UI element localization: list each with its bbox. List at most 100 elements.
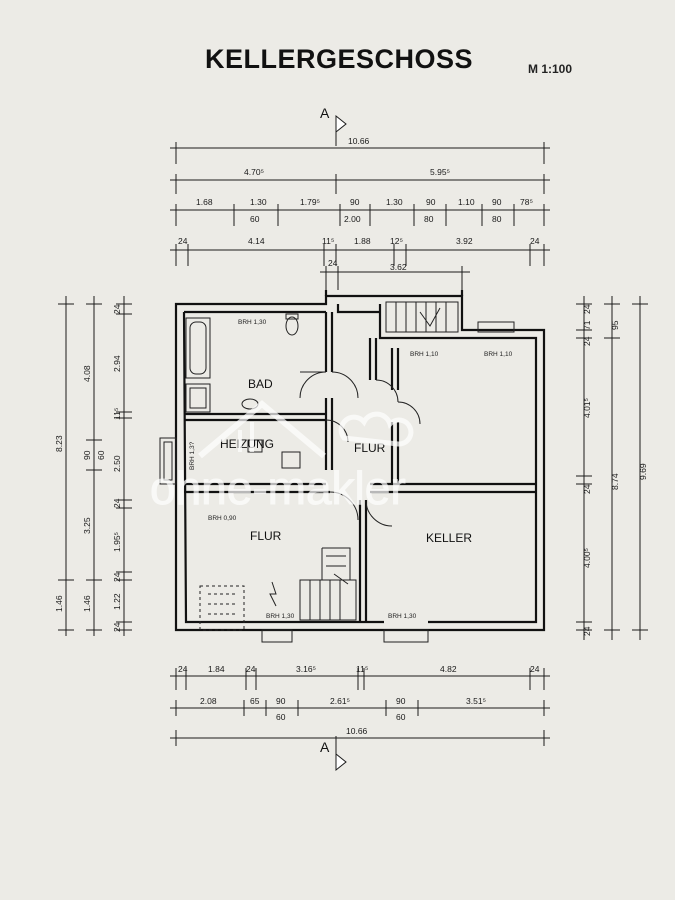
dim-top-row2-b: 5.95⁵	[430, 167, 450, 177]
room-label-flur-upper: FLUR	[354, 441, 386, 455]
svg-text:90: 90	[426, 197, 436, 207]
svg-text:24: 24	[582, 304, 592, 314]
svg-text:4.14: 4.14	[248, 236, 265, 246]
toilet-icon	[285, 316, 299, 336]
svg-text:1.10: 1.10	[458, 197, 475, 207]
svg-text:4.00⁵: 4.00⁵	[582, 548, 592, 568]
room-label-flur-lower: FLUR	[250, 529, 282, 543]
stair-bottom-icon	[299, 547, 357, 621]
room-label-keller: KELLER	[426, 531, 472, 545]
svg-text:24: 24	[246, 664, 256, 674]
svg-text:3.62: 3.62	[390, 262, 407, 272]
svg-text:60: 60	[250, 214, 260, 224]
svg-text:60: 60	[96, 450, 106, 460]
svg-text:2.61⁵: 2.61⁵	[330, 696, 350, 706]
watermark: ohne-makler	[150, 400, 414, 515]
dimension-texts-vertical: 8.23 1.46 4.08 90 3.25 1.46 24 2.94 11⁵ …	[54, 304, 648, 636]
fixtures	[159, 301, 515, 643]
brh-label-heizung: BRH 1,3?	[189, 441, 196, 470]
shower-icon	[185, 383, 211, 413]
brh-label-stair-right: BRH 1,10	[484, 351, 513, 358]
svg-text:60: 60	[396, 712, 406, 722]
svg-text:95: 95	[610, 320, 620, 330]
section-letter-bottom: A	[320, 739, 330, 755]
brh-label-flur-bottom: BRH 1,30	[266, 613, 295, 620]
dim-top-row2-a: 4.70⁵	[244, 167, 264, 177]
dimension-lines-right	[576, 296, 648, 640]
section-letter-top: A	[320, 105, 330, 121]
svg-text:2.00: 2.00	[344, 214, 361, 224]
svg-text:24: 24	[582, 484, 592, 494]
svg-text:3.51⁵: 3.51⁵	[466, 696, 486, 706]
svg-text:80: 80	[424, 214, 434, 224]
svg-text:24: 24	[530, 664, 540, 674]
svg-text:60: 60	[276, 712, 286, 722]
svg-text:71: 71	[582, 320, 592, 330]
svg-text:4.82: 4.82	[440, 664, 457, 674]
svg-text:24: 24	[530, 236, 540, 246]
brh-label-stair-left: BRH 1,10	[410, 351, 439, 358]
dimension-lines-top	[170, 142, 550, 290]
svg-text:90: 90	[396, 696, 406, 706]
svg-text:78⁵: 78⁵	[520, 197, 533, 207]
bathtub-icon	[185, 317, 211, 379]
svg-text:1.68: 1.68	[196, 197, 213, 207]
svg-text:9.69: 9.69	[638, 463, 648, 480]
svg-text:2.08: 2.08	[200, 696, 217, 706]
watermark-text: ohne-makler	[150, 462, 406, 514]
svg-text:24: 24	[112, 572, 122, 582]
svg-text:3.92: 3.92	[456, 236, 473, 246]
plan-title: KELLERGESCHOSS	[205, 44, 474, 74]
svg-text:11⁵: 11⁵	[322, 236, 334, 246]
svg-text:24: 24	[328, 258, 338, 268]
svg-text:1.22: 1.22	[112, 593, 122, 610]
svg-text:4.08: 4.08	[82, 365, 92, 382]
cloud-logo-icon	[338, 411, 414, 447]
section-marker-bottom	[335, 736, 347, 772]
dimension-texts: 10.66 4.70⁵ 5.95⁵ 1.68 1.30 1.79⁵ 90 1.3…	[178, 136, 540, 736]
svg-text:90: 90	[350, 197, 360, 207]
svg-text:24: 24	[112, 498, 122, 508]
svg-text:1.88: 1.88	[354, 236, 371, 246]
stair-top-icon	[385, 301, 459, 333]
svg-text:11⁵: 11⁵	[356, 664, 368, 674]
exterior-entry-outline	[199, 585, 245, 631]
dimension-lines-bottom	[170, 668, 550, 746]
room-label-heizung: HEIZUNG	[220, 437, 274, 451]
svg-text:90: 90	[276, 696, 286, 706]
svg-text:1.46: 1.46	[54, 595, 64, 612]
dim-top-total: 10.66	[348, 136, 370, 146]
svg-text:24: 24	[112, 622, 122, 632]
dimension-lines-left	[58, 296, 132, 636]
heater-icon	[281, 451, 301, 469]
svg-text:2.50: 2.50	[112, 455, 122, 472]
svg-text:3.16⁵: 3.16⁵	[296, 664, 316, 674]
room-label-bad: BAD	[248, 377, 273, 391]
window-bottom-1-icon	[261, 629, 293, 643]
svg-text:24: 24	[582, 336, 592, 346]
brh-label-keller: BRH 1,30	[388, 613, 417, 620]
svg-text:24: 24	[178, 236, 188, 246]
svg-text:10.66: 10.66	[346, 726, 368, 736]
svg-text:11⁵: 11⁵	[112, 408, 122, 420]
svg-text:24: 24	[112, 304, 122, 314]
window-top-right-icon	[477, 321, 515, 333]
scale-label: M 1:100	[528, 62, 573, 76]
svg-text:1.46: 1.46	[82, 595, 92, 612]
svg-text:80: 80	[492, 214, 502, 224]
brh-label-bad: BRH 1,30	[238, 319, 267, 326]
svg-text:1.79⁵: 1.79⁵	[300, 197, 320, 207]
window-left-icon	[159, 437, 177, 485]
brh-label-flur: BRH 0,90	[208, 515, 237, 522]
svg-text:90: 90	[492, 197, 502, 207]
svg-text:4.01⁵: 4.01⁵	[582, 398, 592, 418]
svg-text:8.23: 8.23	[54, 435, 64, 452]
svg-text:12⁵: 12⁵	[390, 236, 403, 246]
svg-text:24: 24	[582, 626, 592, 636]
svg-text:1.84: 1.84	[208, 664, 225, 674]
section-marker-top	[335, 114, 347, 146]
svg-text:3.25: 3.25	[82, 517, 92, 534]
power-symbol-icon	[269, 581, 277, 607]
svg-text:24: 24	[178, 664, 188, 674]
